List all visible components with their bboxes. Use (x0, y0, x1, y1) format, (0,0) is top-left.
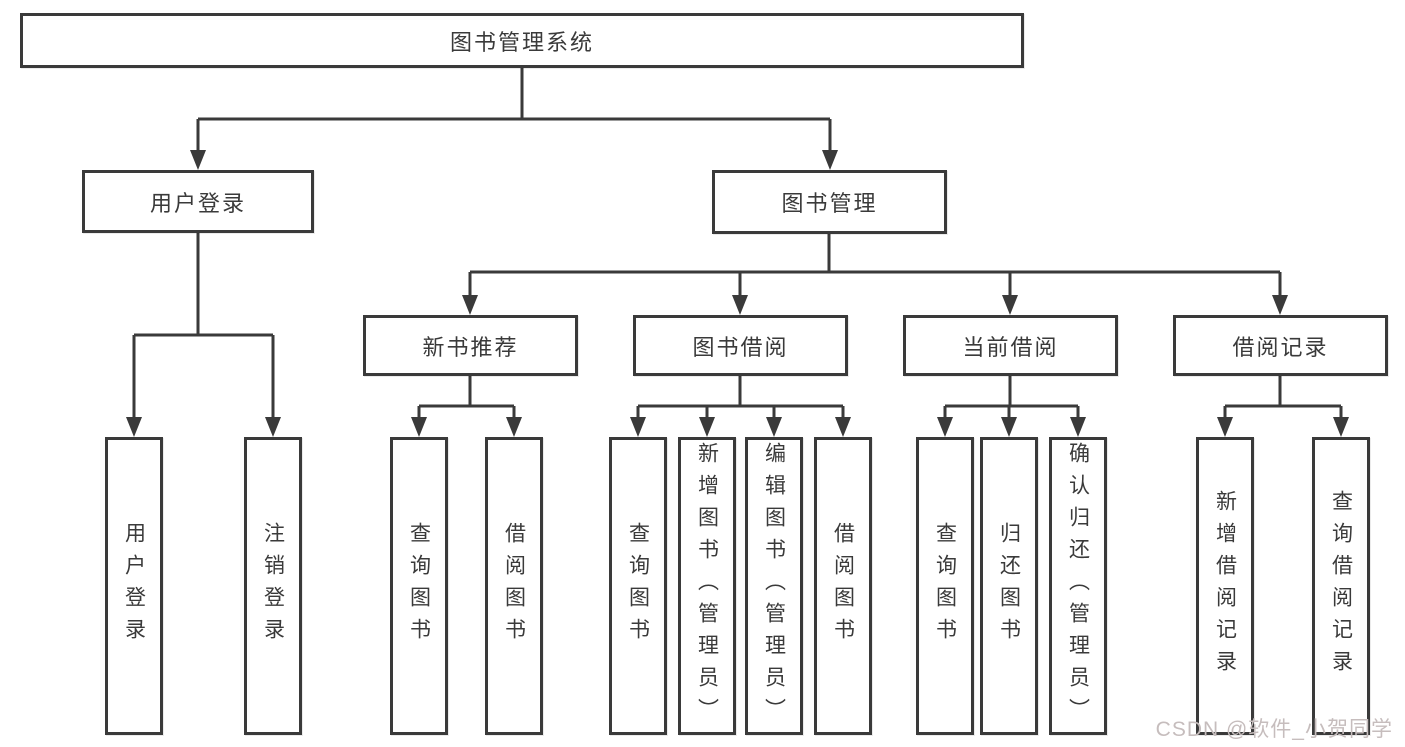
node-new-book-recommendation: 新书推荐 (363, 315, 578, 376)
node-query-books-borrow: 查询图书 (609, 437, 667, 735)
node-query-books-recommend: 查询图书 (390, 437, 448, 735)
node-label: 图书借阅 (692, 334, 789, 360)
node-label: 查询图书 (626, 522, 650, 650)
node-label: 查询借阅记录 (1329, 490, 1353, 682)
node-label: 借阅记录 (1232, 334, 1329, 360)
node-label: 用户登录 (122, 522, 146, 650)
node-user-login-leaf: 用户登录 (105, 437, 163, 735)
node-label: 用户登录 (149, 190, 246, 216)
node-return-books: 归还图书 (980, 437, 1038, 735)
node-label: 新增借阅记录 (1213, 490, 1237, 682)
node-label: 编辑图书（管理员） (762, 442, 786, 730)
node-confirm-return-admin: 确认归还（管理员） (1049, 437, 1107, 735)
node-logout-leaf: 注销登录 (244, 437, 302, 735)
node-query-books-current: 查询图书 (916, 437, 974, 735)
node-edit-books-admin: 编辑图书（管理员） (745, 437, 803, 735)
node-label: 确认归还（管理员） (1066, 442, 1090, 730)
node-borrowing-records: 借阅记录 (1173, 315, 1388, 376)
node-label: 借阅图书 (831, 522, 855, 650)
node-borrow-books-recommend: 借阅图书 (485, 437, 543, 735)
node-book-management: 图书管理 (712, 170, 947, 234)
node-label: 当前借阅 (962, 334, 1059, 360)
node-current-borrowing: 当前借阅 (903, 315, 1118, 376)
node-label: 查询图书 (407, 522, 431, 650)
arrowheads (126, 150, 1349, 437)
node-label: 归还图书 (997, 522, 1021, 650)
node-label: 新书推荐 (422, 334, 519, 360)
node-label: 图书管理系统 (449, 29, 594, 55)
node-borrow-books-leaf: 借阅图书 (814, 437, 872, 735)
csdn-watermark: CSDN @软件_小贺同学 (1155, 718, 1393, 741)
node-add-borrow-record: 新增借阅记录 (1196, 437, 1254, 735)
node-book-borrowing: 图书借阅 (633, 315, 848, 376)
node-label: 新增图书（管理员） (695, 442, 719, 730)
node-label: 借阅图书 (502, 522, 526, 650)
node-library-management-system: 图书管理系统 (20, 13, 1024, 68)
node-label: 图书管理 (781, 191, 878, 216)
node-user-login: 用户登录 (82, 170, 314, 233)
node-label: 查询图书 (933, 522, 957, 650)
node-query-borrow-record: 查询借阅记录 (1312, 437, 1370, 735)
node-label: 注销登录 (261, 522, 285, 650)
node-add-books-admin: 新增图书（管理员） (678, 437, 736, 735)
